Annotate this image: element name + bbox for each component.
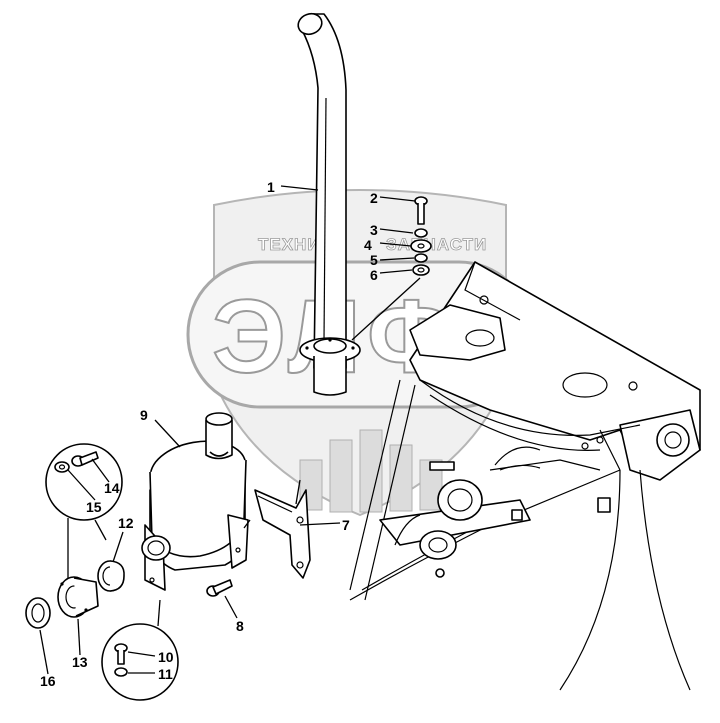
clamp-12: [97, 560, 125, 592]
callout-2: 2: [370, 190, 378, 206]
callout-1: 1: [267, 179, 275, 195]
callout-11: 11: [158, 666, 173, 682]
callout-7: 7: [342, 517, 350, 533]
mounting-bracket: [243, 479, 311, 579]
callouts: 1 2 3 4 5 6 7 8 9 10 11 12 13 14 15 16: [40, 179, 378, 689]
leader-lines: [39, 185, 416, 675]
watermark-text-2: ЗАПЧАСТИ: [386, 235, 487, 254]
callout-5: 5: [370, 252, 378, 268]
callout-13: 13: [72, 654, 88, 670]
callout-4: 4: [364, 237, 372, 253]
callout-15: 15: [86, 499, 102, 515]
detail-circle-bottom: [101, 599, 179, 701]
flange-13: [57, 576, 99, 618]
callout-8: 8: [236, 618, 244, 634]
callout-12: 12: [118, 515, 134, 531]
callout-14: 14: [104, 480, 120, 496]
detail-circle-top: [45, 443, 123, 588]
callout-3: 3: [370, 222, 378, 238]
muffler: [141, 412, 249, 591]
wheat-emblem: [299, 429, 443, 513]
callout-10: 10: [158, 649, 174, 665]
bolt-8: [206, 579, 233, 597]
callout-6: 6: [370, 267, 378, 283]
exhaust-pipe: [297, 12, 361, 396]
tractor-frame: [349, 261, 701, 691]
callout-16: 16: [40, 673, 56, 689]
callout-9: 9: [140, 407, 148, 423]
gasket-16: [25, 597, 51, 629]
bolt-washer-stack: [351, 196, 432, 341]
